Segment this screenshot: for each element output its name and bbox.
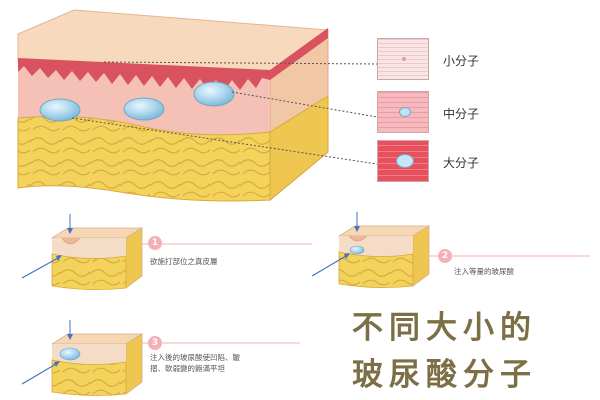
legend-swatch-small [377, 38, 429, 80]
step-leader-lines [142, 243, 590, 344]
small-molecule-dot [402, 57, 406, 61]
step3-number: 3 [148, 336, 162, 350]
legend-label-small: 小分子 [443, 54, 480, 68]
step1-skin-block [50, 214, 144, 290]
large-molecule-dot [396, 154, 414, 168]
legend-swatch-large [377, 140, 429, 182]
step1-number: 1 [148, 236, 162, 250]
legend-label-large: 大分子 [443, 156, 480, 170]
step2-skin-block [311, 212, 431, 288]
step1-text: 欲施打部位之真皮層 [150, 257, 218, 266]
step1-needle [21, 255, 62, 279]
step3-skin-block [21, 320, 144, 396]
large-molecule-right [193, 81, 235, 107]
legend-label-medium: 中分子 [443, 107, 480, 121]
title-line-1: 不同大小的 [352, 310, 537, 346]
legend-swatch-medium [377, 91, 429, 133]
step3-text: 注入後的玻尿酸使凹陷、皺 摺、軟弱變的飽滿平坦 [150, 353, 240, 373]
title-line-2: 玻尿酸分子 [352, 357, 537, 393]
large-molecule-left [39, 98, 81, 122]
medium-molecule-dot [399, 107, 411, 117]
step2-text: 注入等量的玻尿酸 [454, 267, 514, 276]
large-molecule-middle [123, 97, 165, 121]
step2-number: 2 [438, 249, 452, 263]
connector-lines [71, 61, 378, 165]
main-skin-block [17, 9, 330, 202]
